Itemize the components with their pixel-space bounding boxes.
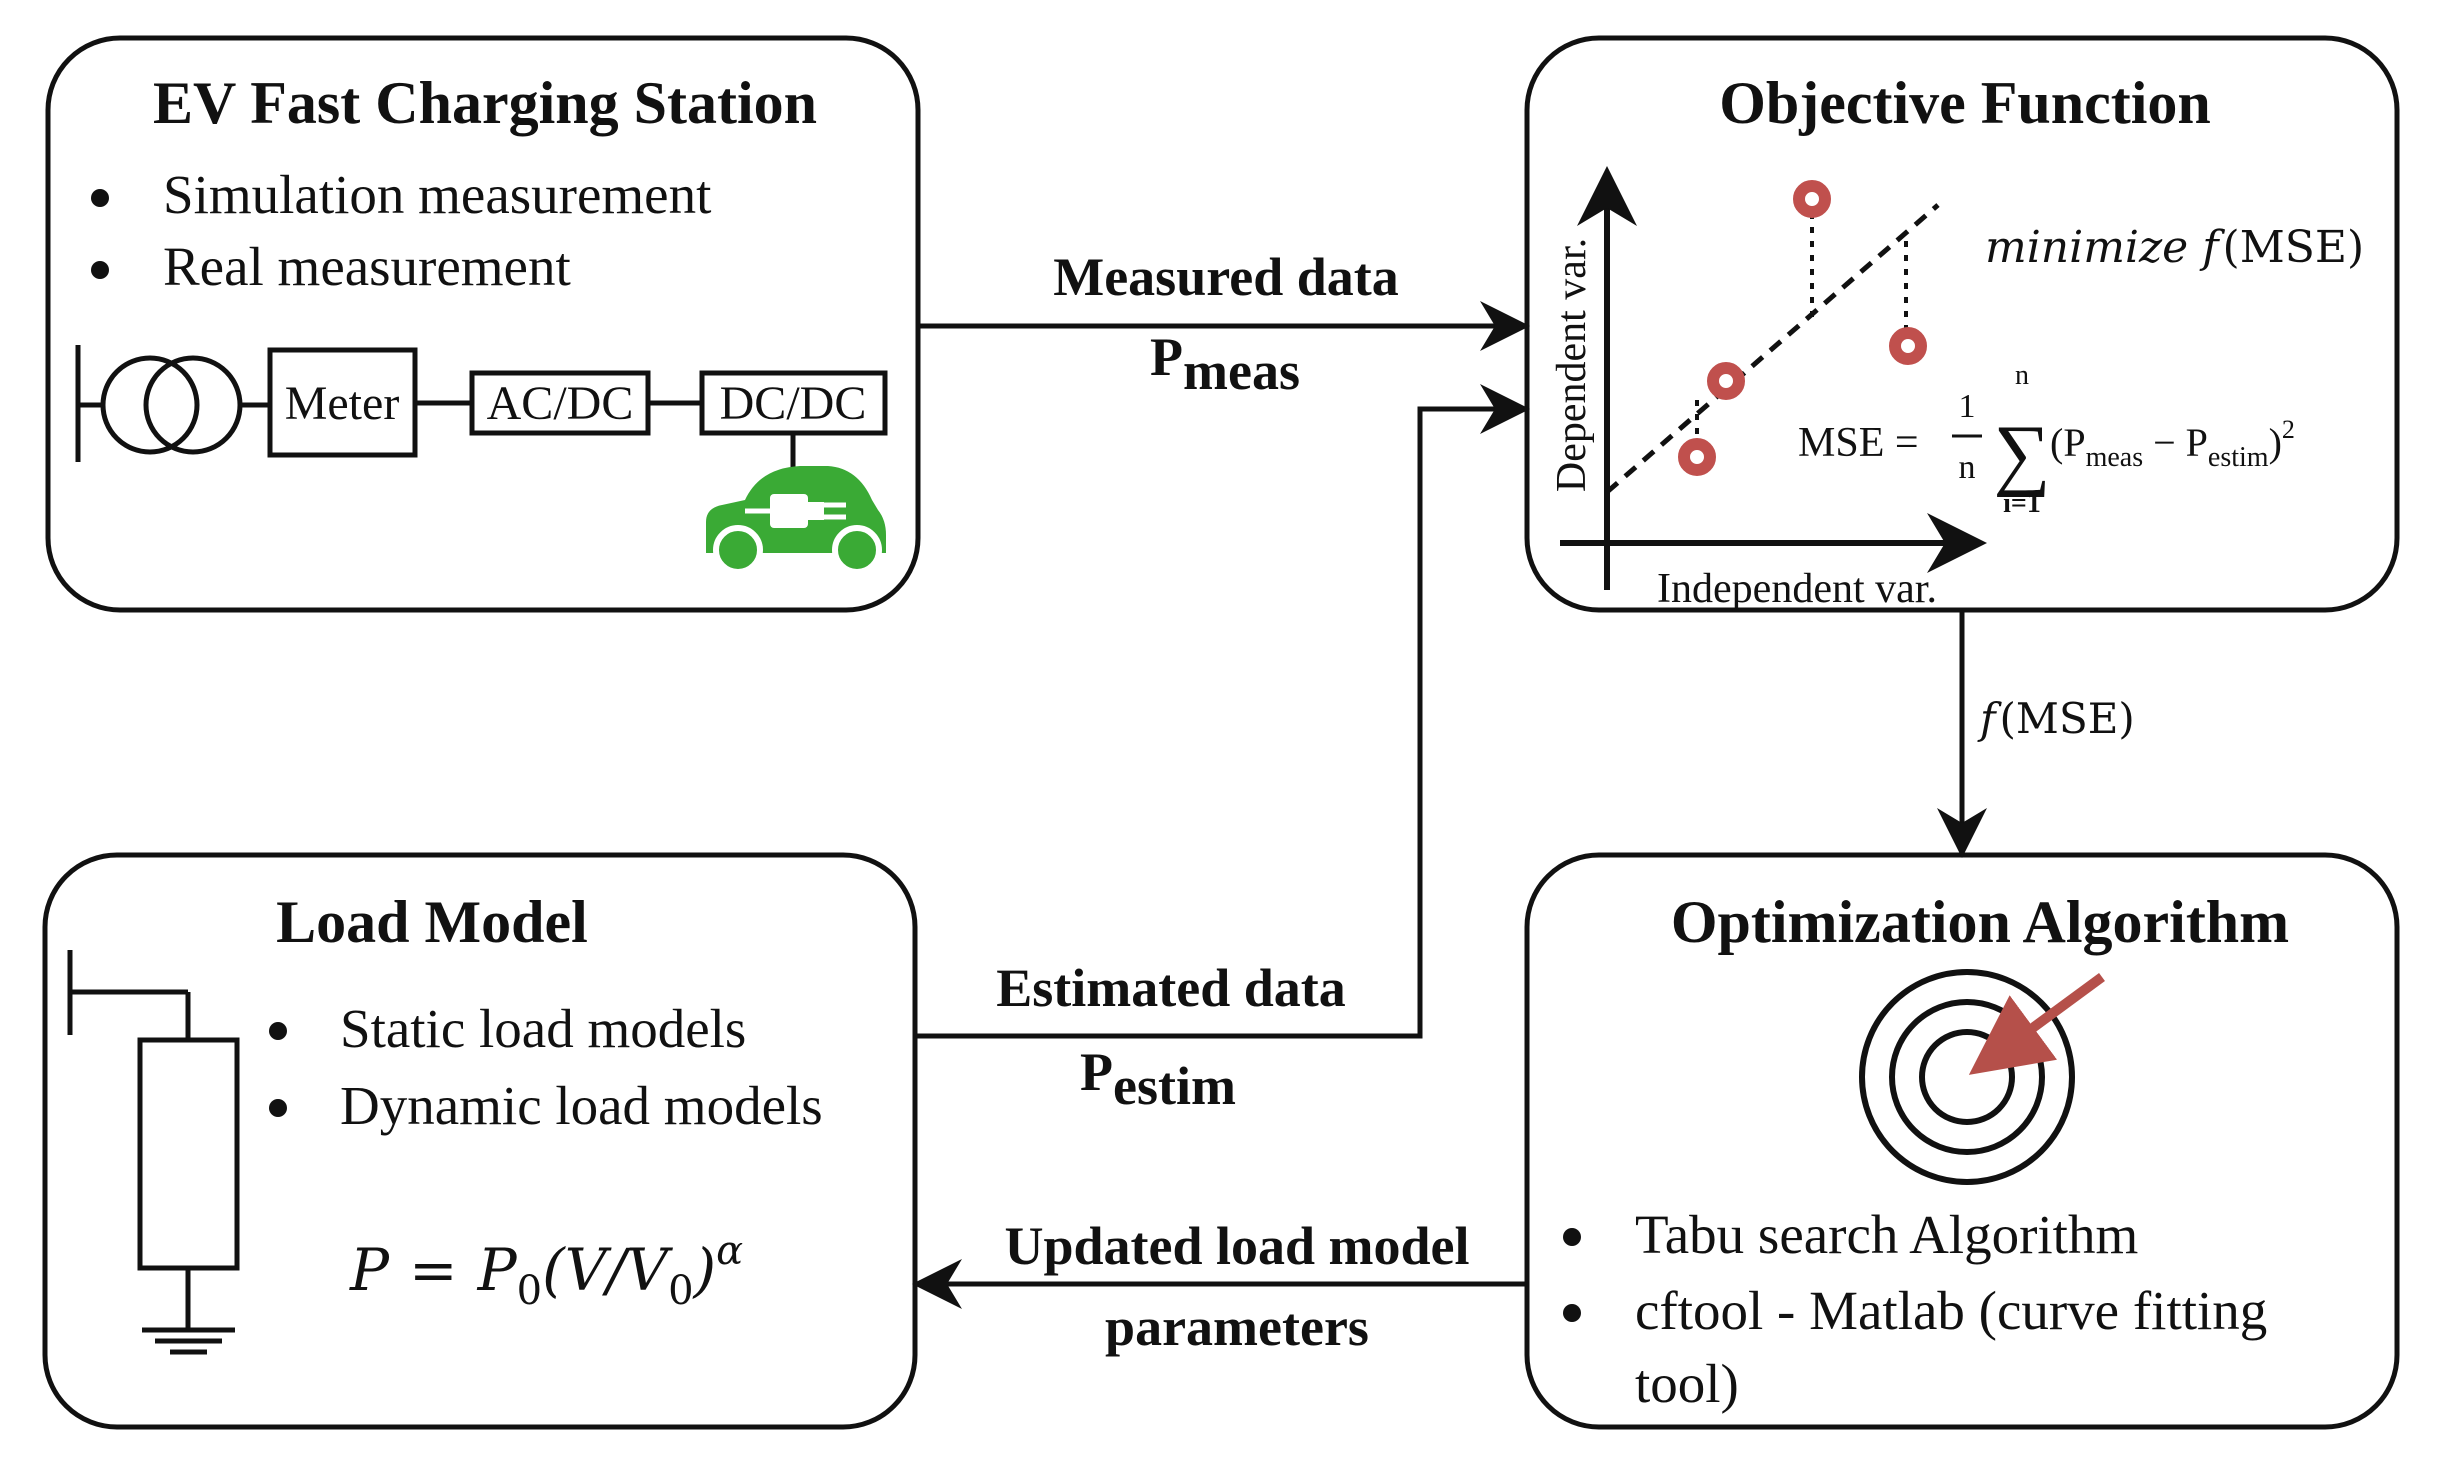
data-point (1793, 180, 1831, 218)
estimated-p-label: Pestim (1080, 1042, 1236, 1116)
dcdc-block (699, 370, 888, 436)
objective-function-box: Objective Function Dependent var. Indepe… (1524, 35, 2400, 613)
bullet-dot (91, 189, 109, 207)
x-axis-label: Independent var. (1657, 566, 1937, 612)
data-point (1889, 327, 1927, 365)
dcdc-label: DC/DC (720, 377, 867, 430)
ev-station-box: EV Fast Charging Station Simulation meas… (45, 35, 921, 613)
ev-bullet-simulation: Simulation measurement (163, 164, 711, 225)
objective-title: Objective Function (1719, 70, 2211, 136)
mse-formula: MSE = 1 n n ∑ i=1 (Pmeas− Pestim)2 (1798, 360, 2295, 519)
bullet-dot (91, 261, 109, 279)
mse-sum-top: n (2015, 360, 2029, 391)
opt-bullet-tabu: Tabu search Algorithm (1635, 1204, 2138, 1265)
target-arrow (1968, 972, 2105, 1075)
opt-bullet-cftool: cftool - Matlab (curve fitting (1635, 1280, 2267, 1341)
meter-block (267, 347, 418, 458)
opt-bullet-cftool-cont: tool) (1635, 1353, 1739, 1414)
fmse-label: f(MSE) (1977, 694, 2135, 743)
bullet-dot (1563, 1304, 1581, 1322)
measured-data-label: Measured data (1053, 247, 1399, 307)
load-bullet-static: Static load models (340, 998, 746, 1059)
optimization-title: Optimization Algorithm (1671, 889, 2289, 955)
electric-car-icon (706, 466, 886, 575)
fit-line (1605, 203, 1940, 494)
load-model-title: Load Model (276, 889, 588, 955)
mse-frac-den: n (1959, 449, 1976, 486)
data-points (1678, 180, 1927, 476)
measured-p-label: Pmeas (1150, 327, 1300, 401)
data-point (1678, 438, 1716, 476)
load-formula: P=P0(V/V0)α (349, 1228, 743, 1314)
mse-sum-bottom: i=1 (2003, 488, 2041, 519)
updated-params-label-2: parameters (1105, 1297, 1369, 1357)
load-model-box: Load Model Static load models Dynamic lo… (42, 852, 918, 1430)
estimated-data-label: Estimated data (996, 958, 1346, 1018)
optimization-box: Optimization Algorithm Tabu search Algor… (1524, 852, 2400, 1430)
ev-bullet-real: Real measurement (163, 236, 571, 297)
bullet-dot (1563, 1228, 1581, 1246)
mse-terms: (Pmeas− Pestim)2 (2050, 415, 2295, 473)
mse-lhs: MSE = (1798, 420, 1919, 466)
meter-label: Meter (285, 377, 400, 430)
mse-sum-symbol: ∑ (1993, 410, 2050, 498)
bullet-dot (269, 1022, 287, 1040)
transformer-icon (75, 345, 270, 462)
updated-params-label: Updated load model (1004, 1216, 1469, 1276)
acdc-label: AC/DC (487, 377, 634, 430)
estimated-data-arrow (915, 384, 1530, 1039)
bullet-dot (269, 1099, 287, 1117)
target-icon (1859, 969, 2105, 1185)
data-point (1707, 362, 1745, 400)
mse-frac-num: 1 (1959, 388, 1976, 425)
load-bullet-dynamic: Dynamic load models (340, 1075, 823, 1136)
ev-station-title: EV Fast Charging Station (153, 70, 817, 136)
y-axis-label: Dependent var. (1549, 238, 1595, 492)
load-resistor-icon (67, 950, 240, 1355)
